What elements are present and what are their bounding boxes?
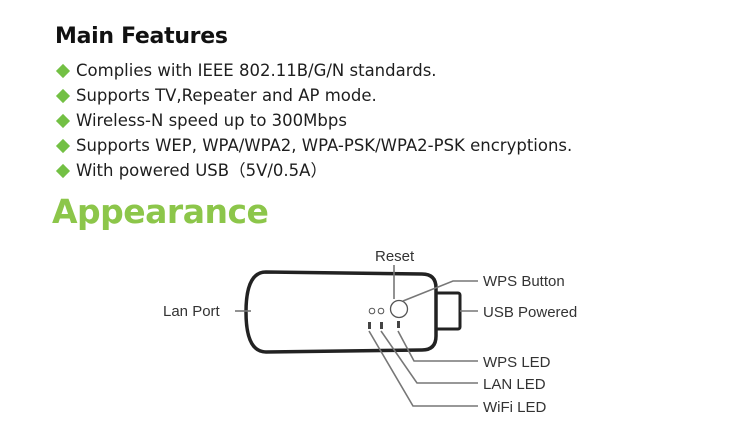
feature-text: With powered USB（5V/0.5A） [76, 161, 327, 180]
feature-item: Supports WEP, WPA/WPA2, WPA-PSK/WPA2-PSK… [55, 133, 572, 158]
wifi-led-label: WiFi LED [483, 399, 547, 416]
wps-button-icon [389, 299, 409, 319]
appearance-heading: Appearance [52, 192, 269, 231]
feature-item: With powered USB（5V/0.5A） [55, 158, 572, 183]
wps-button-label: WPS Button [483, 273, 565, 290]
feature-text: Complies with IEEE 802.11B/G/N standards… [76, 61, 437, 80]
wps-led-label: WPS LED [483, 354, 551, 371]
features-list: Complies with IEEE 802.11B/G/N standards… [55, 58, 572, 183]
led-hole-1 [368, 307, 376, 315]
feature-text: Supports TV,Repeater and AP mode. [76, 86, 377, 105]
feature-text: Supports WEP, WPA/WPA2, WPA-PSK/WPA2-PSK… [76, 136, 573, 155]
feature-item: Complies with IEEE 802.11B/G/N standards… [55, 58, 572, 83]
lan-led-marker [380, 322, 383, 329]
wps-led-leader [397, 330, 478, 362]
usb-powered-label: USB Powered [483, 304, 577, 321]
reset-label: Reset [375, 248, 415, 265]
wps-led-marker [397, 321, 400, 328]
feature-item: Supports TV,Repeater and AP mode. [55, 83, 572, 108]
led-hole-2 [377, 307, 385, 315]
feature-item: Wireless-N speed up to 300Mbps [55, 108, 572, 133]
lan-port-label: Lan Port [163, 303, 221, 320]
device-body [244, 270, 438, 354]
lan-led-label: LAN LED [483, 376, 546, 393]
wifi-led-marker [368, 322, 371, 329]
main-features-heading: Main Features [55, 24, 228, 49]
wifi-led-leader [368, 330, 478, 407]
lan-led-leader [380, 330, 478, 384]
feature-text: Wireless-N speed up to 300Mbps [76, 111, 347, 130]
wps-button-leader [402, 280, 478, 302]
